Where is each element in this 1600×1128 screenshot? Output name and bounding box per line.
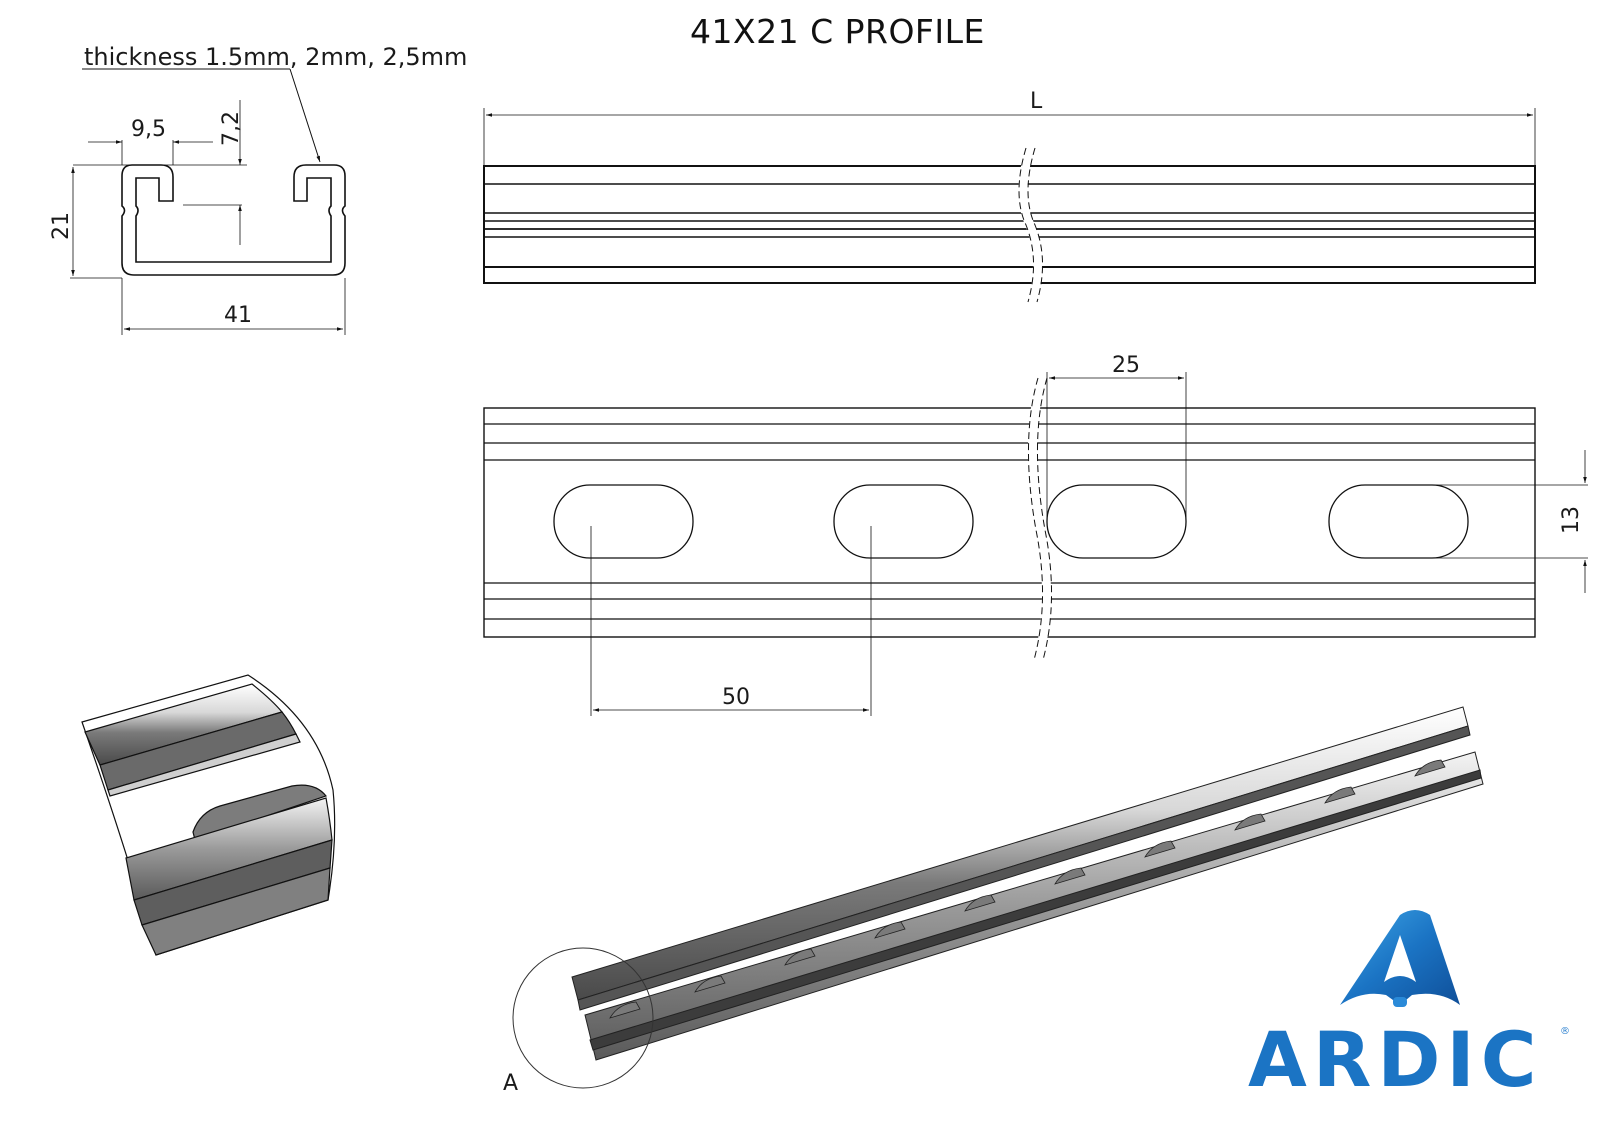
slot-2 [833,484,974,559]
thickness-note: thickness 1.5mm, 2mm, 2,5mm [84,43,467,71]
dim-slot-height: 13 [1559,506,1584,534]
dim-slot-pitch: 50 [722,685,750,710]
cross-section-view [70,68,346,335]
detail-a-3d-view [81,674,336,956]
detail-label: A [503,1071,518,1096]
registered-mark: ® [1560,1026,1570,1037]
side-view [483,108,1536,304]
drawing-title: 41X21 C PROFILE [690,12,985,51]
slot-4 [1328,484,1469,559]
slot-1 [553,484,694,559]
dim-width: 41 [224,303,252,328]
isometric-3d-view [512,706,1484,1089]
dim-height: 21 [49,212,74,240]
dim-lip-width: 9,5 [131,117,166,142]
dim-slot-length: 25 [1112,353,1140,378]
ardic-logo-emblem [1340,910,1460,1007]
dim-lip-depth: 7,2 [219,111,244,146]
slot-3 [1046,484,1187,559]
slotted-view [483,372,1588,716]
dim-length: L [1030,89,1043,114]
ardic-logo-text: ARDIC [1248,1015,1543,1104]
